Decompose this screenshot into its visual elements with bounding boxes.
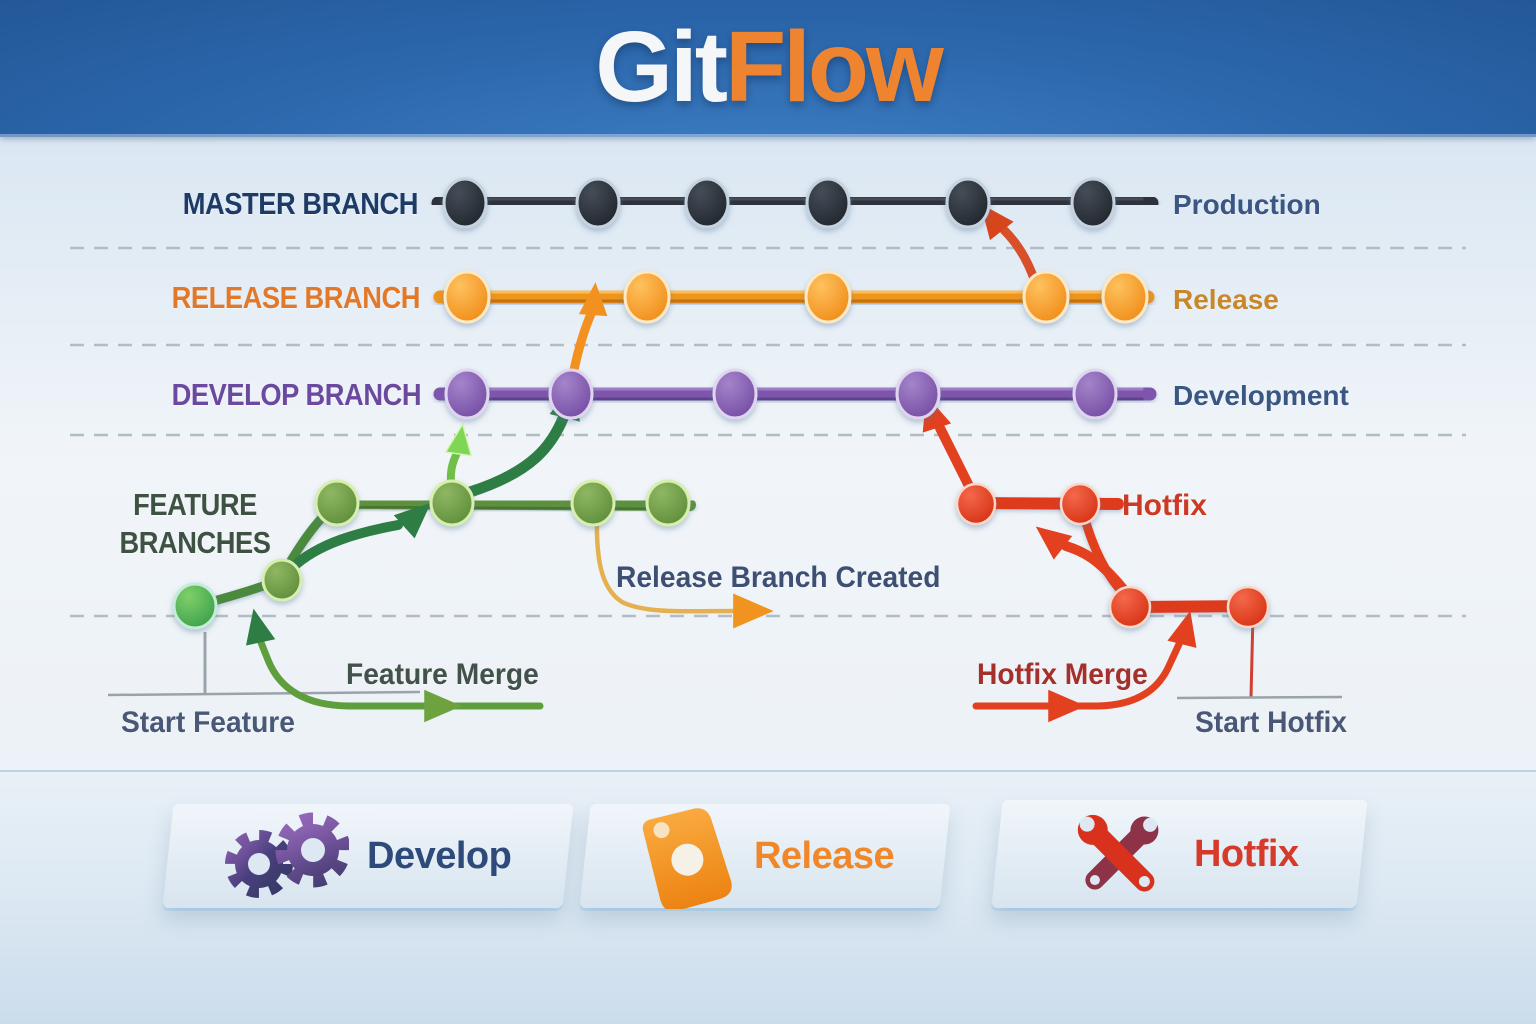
hotfix-lower-commits — [1108, 585, 1270, 629]
legend-release-label: Release — [753, 834, 895, 877]
feature-up-arrow — [444, 422, 473, 494]
master-branch-label: MASTER BRANCH — [182, 186, 419, 221]
commit-node — [645, 479, 691, 527]
feature-branch-line — [331, 497, 696, 511]
release-branch-label: RELEASE BRANCH — [171, 280, 421, 315]
commit-node — [261, 558, 303, 602]
commit-node — [443, 270, 491, 324]
release-branch-line — [433, 290, 1155, 304]
commit-node — [442, 177, 488, 229]
hotfix-branch-connector — [1078, 507, 1129, 599]
feature-merge-label: Feature Merge — [346, 658, 539, 691]
develop-commits — [444, 368, 1118, 420]
legend-card-develop: Develop — [162, 804, 574, 908]
commit-node — [684, 177, 730, 229]
feature-label-line2: BRANCHES — [119, 525, 271, 560]
header-banner — [0, 0, 1536, 137]
legend-develop-label: Develop — [367, 834, 512, 877]
feature-mid-commit — [261, 558, 303, 602]
hotfix-merge-label: Hotfix Merge — [977, 658, 1148, 691]
commit-node — [712, 368, 758, 420]
commit-node — [1101, 270, 1149, 324]
legend-card-hotfix: Hotfix — [991, 800, 1368, 908]
hotfix-upper-commits — [955, 482, 1101, 526]
commit-node — [314, 479, 360, 527]
title-git: Git — [595, 11, 728, 123]
title-flow: Flow — [725, 11, 944, 123]
develop-branch-line — [433, 387, 1157, 401]
start-hotfix-pin — [1176, 613, 1343, 700]
commit-node — [172, 582, 218, 630]
commit-node — [955, 482, 997, 526]
master-commits — [442, 177, 1116, 229]
commit-node — [1072, 368, 1118, 420]
hotfix-to-develop-arrow — [922, 395, 978, 499]
develop-to-release-arrow — [566, 282, 608, 391]
commit-node — [575, 177, 621, 229]
hotfix-up-arrow — [1035, 526, 1129, 595]
legend-hotfix-label: Hotfix — [1193, 832, 1299, 875]
master-branch-line — [431, 196, 1159, 210]
feature-commits — [314, 479, 691, 527]
feature-label-line1: FEATURE — [133, 487, 257, 522]
start-feature-label: Start Feature — [121, 706, 295, 739]
commit-node — [1059, 482, 1101, 526]
commit-node — [1108, 585, 1152, 629]
gears-icon — [225, 812, 350, 898]
legend-card-release: Release — [579, 804, 951, 909]
production-tag: Production — [1173, 189, 1321, 220]
release-branch-created-label: Release Branch Created — [616, 561, 941, 594]
development-tag: Development — [1173, 380, 1349, 411]
hotfix-tag: Hotfix — [1122, 489, 1207, 522]
release-commits — [443, 270, 1149, 324]
tag-icon — [642, 807, 732, 909]
commit-node — [1070, 177, 1116, 229]
commit-node — [570, 479, 616, 527]
develop-branch-label: DEVELOP BRANCH — [171, 377, 422, 412]
release-to-master-arrow — [980, 203, 1043, 297]
feature-start-commit — [172, 582, 218, 630]
commit-node — [429, 479, 475, 527]
commit-node — [548, 368, 594, 420]
commit-node — [945, 177, 991, 229]
feature-branches-label: FEATURE BRANCHES — [107, 486, 283, 562]
commit-node — [623, 270, 671, 324]
commit-node — [805, 177, 851, 229]
feature-to-develop-arrow — [464, 382, 580, 498]
commit-node — [1022, 270, 1070, 324]
feature-commit-arrow — [287, 502, 431, 573]
commit-node — [444, 368, 490, 420]
commit-node — [895, 368, 941, 420]
hotfix-branch-lines — [970, 497, 1266, 613]
commit-node — [804, 270, 852, 324]
start-hotfix-label: Start Hotfix — [1195, 706, 1347, 739]
commit-node — [1226, 585, 1270, 629]
page-title: GitFlow — [0, 10, 1536, 125]
wrenches-icon — [1077, 814, 1159, 891]
release-tag: Release — [1173, 284, 1279, 315]
